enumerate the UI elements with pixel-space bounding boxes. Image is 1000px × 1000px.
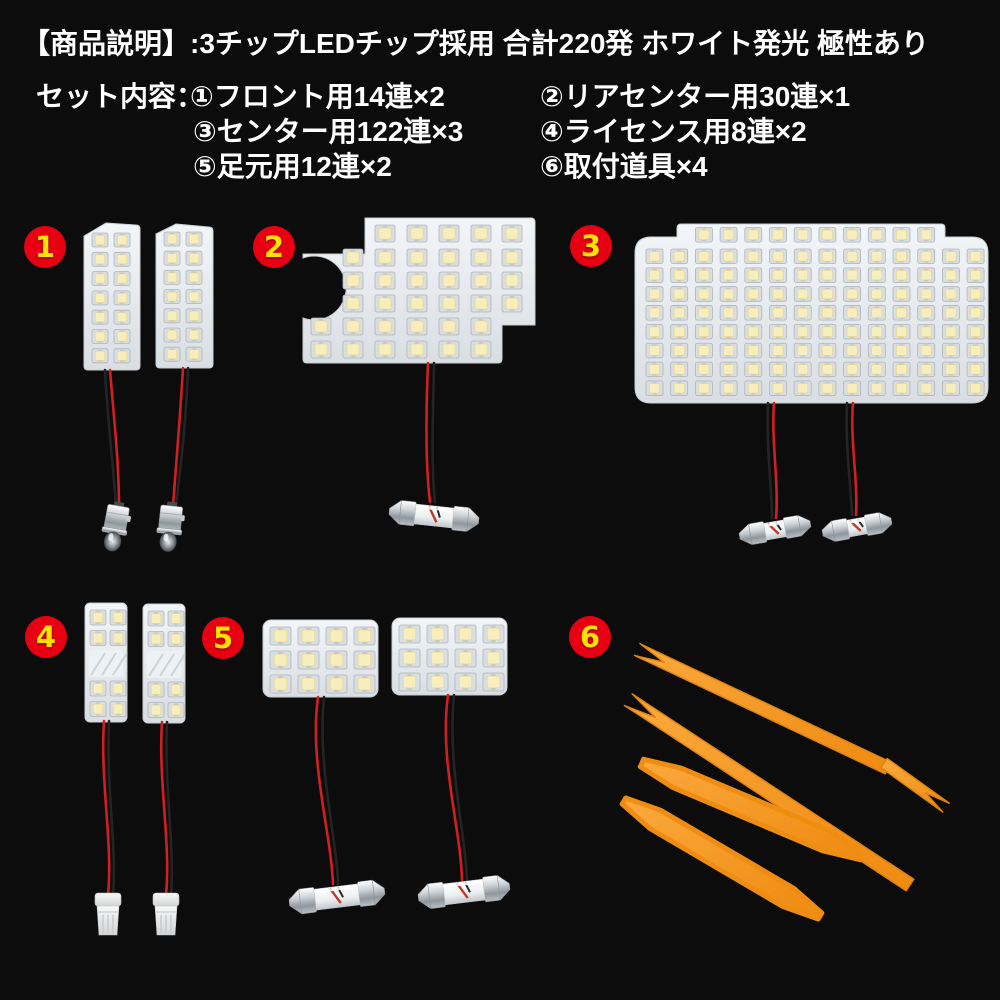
set-item-3: ③センター用122連×3: [193, 116, 464, 147]
item4-license-led-strips: [84, 602, 186, 897]
item-badge-4: 4: [25, 616, 67, 658]
festoon-bulb: [388, 500, 480, 532]
wire-red: [851, 401, 858, 517]
festoon-bulb: [821, 512, 893, 542]
wire-black: [107, 719, 116, 897]
wire-red: [108, 368, 121, 510]
wire-red: [101, 719, 111, 897]
item5-footwell-led-boards: [262, 617, 508, 886]
pry-tool-paddle: [619, 795, 825, 922]
item6-trim-removal-tools: [619, 642, 950, 922]
wire-black: [431, 361, 437, 504]
wire-black: [103, 368, 118, 510]
wire-black: [321, 695, 340, 886]
adhesive-sticker: [88, 650, 124, 677]
item-badge-5: 5: [202, 617, 244, 659]
ba9s-bayonet-bulb: [156, 501, 185, 552]
wire-red: [425, 361, 432, 504]
pry-tool-fork-tip: [880, 757, 950, 813]
item-badge-6: 6: [569, 616, 611, 658]
set-item-4: ④ライセンス用8連×2: [540, 116, 807, 147]
wire-black: [451, 693, 469, 882]
wire-red: [159, 720, 169, 897]
wire-black: [174, 366, 190, 509]
bayonet-pin: [126, 515, 131, 522]
wire-red: [314, 695, 335, 886]
glass-dome: [104, 531, 122, 552]
product-title: 【商品説明】:3チップLEDチップ採用 合計220発 ホワイト発光 極性あり: [22, 28, 929, 59]
pry-tool-forked: [623, 693, 915, 892]
wire-red: [772, 401, 778, 520]
item3-center-led-board: [634, 223, 989, 520]
item-badge-2: 2: [253, 226, 295, 268]
led-board: [391, 617, 508, 696]
festoon-bulb: [288, 879, 386, 915]
set-item-2: ②リアセンター用30連×1: [540, 81, 851, 112]
led-board: [262, 619, 379, 698]
set-item-6: ⑥取付道具×4: [540, 151, 708, 182]
item-badge-1: 1: [24, 226, 66, 268]
item1-front-led-strips: [83, 222, 214, 510]
set-item-5: ⑤足元用12連×2: [193, 151, 392, 182]
t10-wedge-bulb: [94, 892, 122, 936]
pry-tool-forked-long: [633, 642, 892, 775]
wire-red: [444, 693, 464, 882]
wire-red: [171, 366, 185, 509]
set-contents-label: セット内容：: [36, 81, 205, 112]
bayonet-pin: [180, 515, 185, 522]
pry-tool-paddle: [637, 756, 867, 863]
t10-wedge-bulb: [152, 892, 180, 936]
item2-rear-center-led-board: [302, 217, 536, 504]
set-item-1: ①フロント用14連×2: [190, 81, 445, 112]
wire-black: [845, 401, 854, 517]
wire-black: [766, 401, 774, 520]
wire-black: [165, 720, 174, 897]
adhesive-sticker: [146, 651, 182, 678]
festoon-bulb: [417, 874, 511, 910]
festoon-bulb: [738, 514, 812, 546]
ba9s-bayonet-bulb: [101, 501, 131, 552]
item-badge-3: 3: [570, 225, 612, 267]
